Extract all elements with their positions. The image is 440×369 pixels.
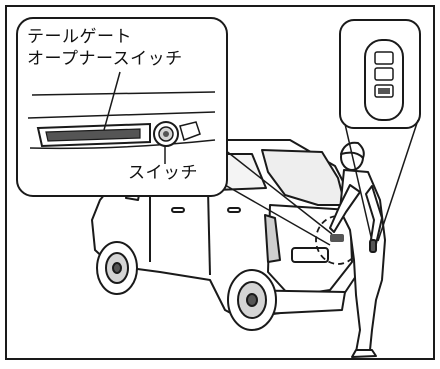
keyfob-button-1 [374, 51, 394, 65]
person-illustration [329, 141, 386, 358]
callout-title-line2: オープナースイッチ [27, 49, 183, 69]
callout-keyfob [339, 19, 421, 242]
front-wheel [96, 241, 138, 295]
callout-title-line1: テールゲート [27, 27, 132, 47]
callout-switch [16, 17, 333, 246]
keyfob-button-2 [374, 67, 394, 81]
rear-wheel [227, 269, 277, 331]
handle-pointer-line [103, 71, 121, 131]
switch-label: スイッチ [128, 163, 198, 183]
tailgate-switch-mark [330, 234, 344, 242]
